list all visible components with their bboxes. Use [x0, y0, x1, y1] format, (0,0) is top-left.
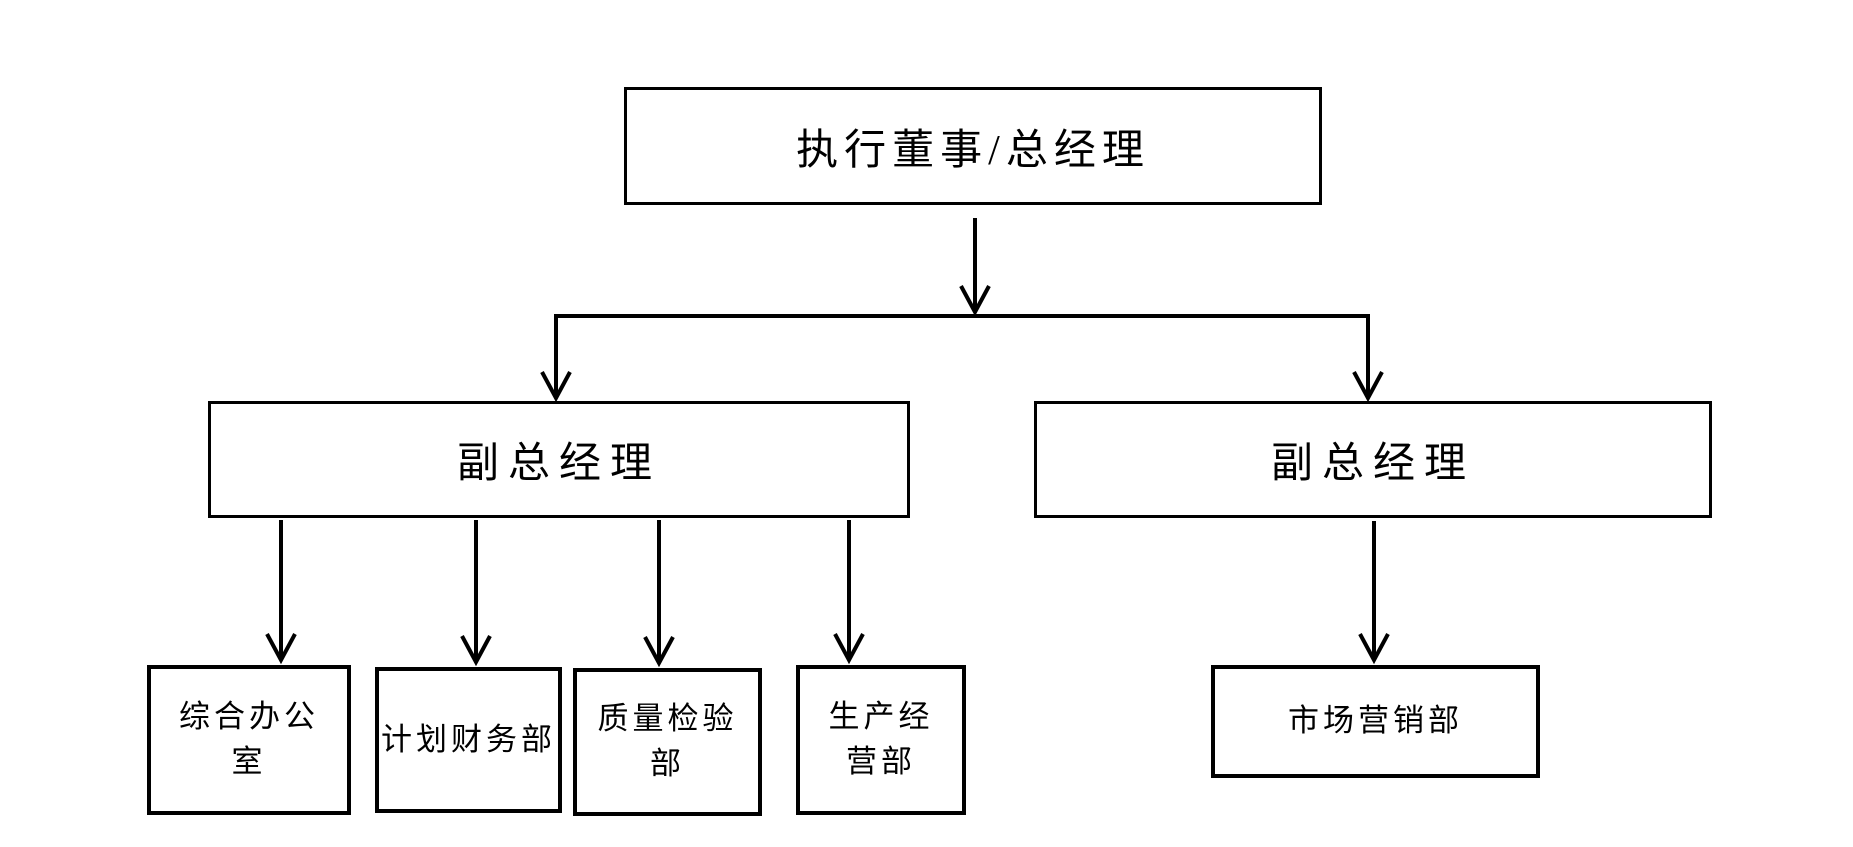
- node-label: 生产经 营部: [828, 699, 934, 779]
- arrow-junction-to-deputy-right: [1352, 314, 1384, 403]
- arrow-deputy-left-to-dept-1: [265, 520, 297, 665]
- node-executive-director-general-manager: 执行董事/总经理: [624, 87, 1322, 205]
- node-quality-inspection-dept: 质量检验 部: [573, 668, 762, 816]
- arrow-deputy-left-to-dept-2: [460, 520, 492, 667]
- node-label: 市场营销部: [1288, 703, 1463, 739]
- node-label: 计划财务部: [381, 721, 556, 757]
- node-general-office: 综合办公 室: [147, 665, 351, 815]
- node-deputy-general-manager-right: 副总经理: [1034, 401, 1712, 518]
- arrow-deputy-left-to-dept-4: [833, 520, 865, 665]
- arrow-deputy-right-to-marketing: [1358, 521, 1390, 665]
- node-label: 执行董事/总经理: [796, 127, 1150, 174]
- node-label: 综合办公 室: [179, 699, 319, 779]
- node-planning-finance-dept: 计划财务部: [375, 667, 562, 813]
- arrow-junction-to-deputy-left: [540, 314, 572, 403]
- node-marketing-dept: 市场营销部: [1211, 665, 1540, 778]
- node-deputy-general-manager-left: 副总经理: [208, 401, 910, 518]
- node-label: 质量检验 部: [597, 701, 738, 781]
- node-label: 副总经理: [456, 441, 661, 487]
- arrow-root-to-junction: [959, 218, 991, 317]
- node-label: 副总经理: [1270, 441, 1475, 487]
- node-production-operation-dept: 生产经 营部: [796, 665, 966, 815]
- arrow-deputy-left-to-dept-3: [643, 520, 675, 668]
